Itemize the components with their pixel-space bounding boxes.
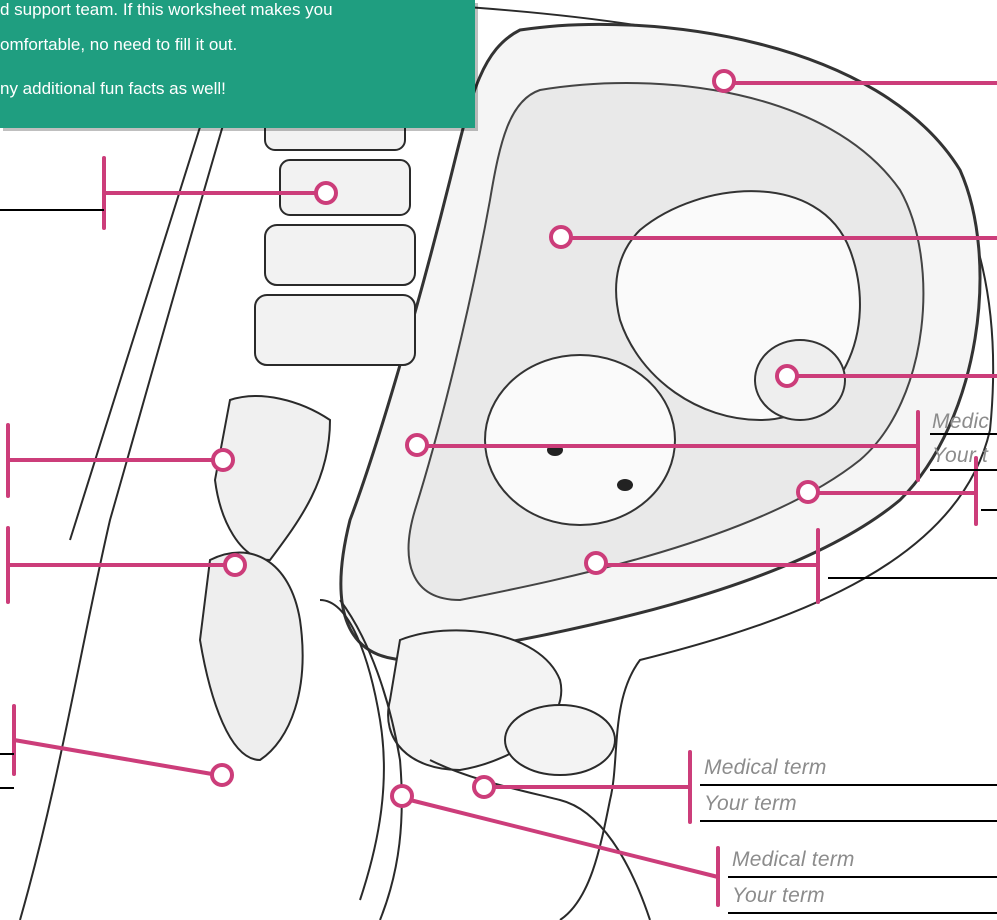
callout-line-2: omfortable, no need to fill it out.: [0, 35, 237, 55]
pointer-dot: [392, 786, 412, 806]
your-term-field[interactable]: [700, 811, 997, 814]
pointer-dot: [212, 765, 232, 785]
pointer-dot: [407, 435, 427, 455]
pointer-dot: [714, 71, 734, 91]
pointer-vagina: [410, 800, 718, 877]
your-term-field[interactable]: [728, 903, 997, 906]
pointer-dot: [213, 450, 233, 470]
pointer-dot: [798, 482, 818, 502]
pointer-dot: [551, 227, 571, 247]
callout-line-1: d support team. If this worksheet makes …: [0, 0, 333, 20]
instructions-callout: d support team. If this worksheet makes …: [0, 0, 475, 128]
pointer-dot: [586, 553, 606, 573]
answer-field[interactable]: [828, 568, 997, 571]
your-term-label: Your t: [932, 444, 988, 468]
callout-line-3: ny additional fun facts as well!: [0, 79, 226, 99]
pointer-dot: [777, 366, 797, 386]
pointer-anus: [14, 740, 212, 774]
answer-field[interactable]: [0, 200, 104, 203]
medical-term-field[interactable]: [700, 775, 997, 778]
pointer-dot: [474, 777, 494, 797]
medical-term-label: Medic: [932, 410, 989, 434]
pointer-dot: [225, 555, 245, 575]
medical-term-field[interactable]: [728, 867, 997, 870]
pointer-dot: [316, 183, 336, 203]
